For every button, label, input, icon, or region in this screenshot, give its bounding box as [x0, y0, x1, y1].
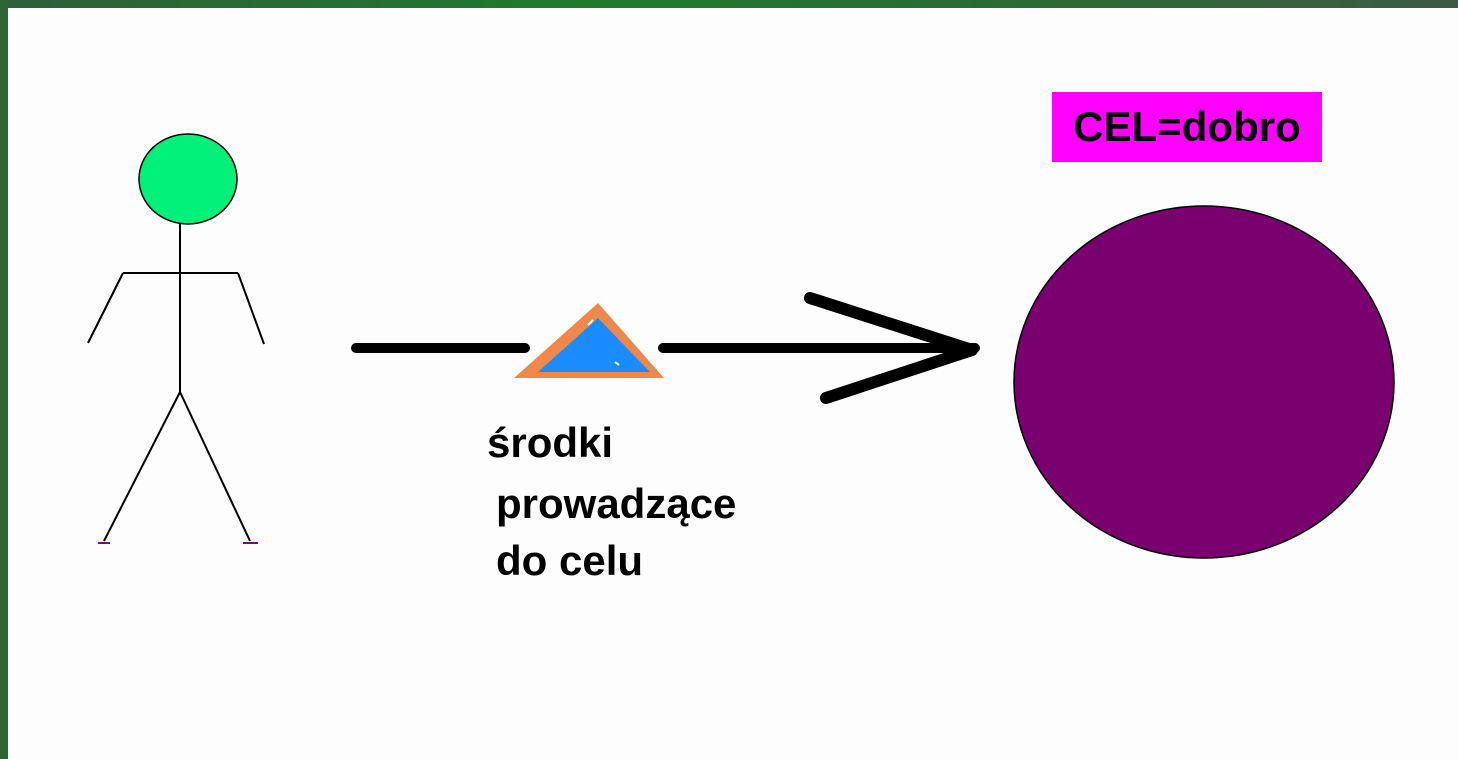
means-label-line-1: środki	[487, 419, 614, 466]
person-head	[138, 133, 238, 225]
means-label-line-2: prowadzące	[496, 480, 737, 527]
person-right-arm	[237, 272, 265, 345]
person-left-leg	[103, 391, 181, 542]
person-left-arm	[87, 272, 124, 344]
goal-circle	[1013, 205, 1395, 559]
person-figure	[87, 133, 265, 544]
frame-left-border	[0, 0, 8, 759]
means-label-line-3: do celu	[496, 537, 644, 584]
means-triangle	[514, 303, 664, 378]
goal-label: CEL=dobro	[1052, 92, 1322, 162]
person-right-leg	[179, 391, 251, 542]
arrow-head	[804, 292, 978, 404]
frame-top-border	[0, 0, 1458, 8]
